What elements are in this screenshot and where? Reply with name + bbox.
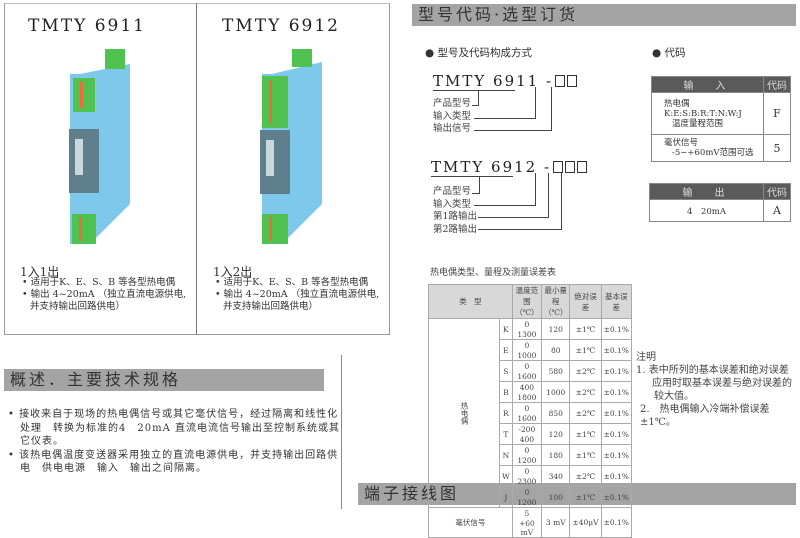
product-title: TMTY 6912 [222, 16, 340, 36]
table-cell: 0 1300 [511, 318, 543, 340]
table-cell: J [499, 486, 513, 508]
table-cell: R [499, 402, 513, 424]
table-cell: 0 1600 [511, 360, 543, 382]
product-bullets: • 适用于K、E、S、B 等各型热电偶 • 输出 4~20mA （独立直流电源供… [22, 277, 187, 312]
section-header-overview: 概述．主要技术规格 [4, 369, 324, 391]
table-cell: 0 1000 [511, 339, 543, 361]
table-cell: ±2℃ [569, 360, 602, 382]
table-cell: ±2℃ [569, 402, 602, 424]
table-cell: K [499, 318, 513, 340]
table-cell: 100 [541, 486, 571, 508]
io-label: 1入2出 [213, 265, 253, 279]
io-label: 1入1出 [20, 265, 60, 279]
table-cell: ±0.1% [600, 444, 632, 466]
group-cell: 热电偶 [428, 318, 500, 508]
table-cell: T [499, 423, 513, 445]
table-cell: 80 [541, 339, 571, 361]
table-cell: 0 2300 [511, 465, 543, 487]
table-cell: 5 +60 mV [511, 507, 543, 538]
table-cell: ±0.1% [600, 423, 632, 445]
table-cell: 180 [541, 444, 571, 466]
table-cell: 毫伏信号 [428, 507, 513, 538]
device-image-6911 [69, 49, 130, 244]
model-labels: 产品型号输入类型输出信号 [433, 98, 472, 134]
table-cell: 340 [541, 465, 571, 487]
table-cell: B [499, 381, 513, 403]
table-cell: 0 1200 [511, 486, 543, 508]
table-cell: ±0.1% [600, 465, 632, 487]
divider [341, 355, 342, 509]
table-cell: 1000 [541, 381, 571, 403]
section-header-ordering: 型号代码·选型订货 [412, 4, 796, 26]
table-cell: ±0.1% [600, 339, 632, 361]
product-title: TMTY 6911 [28, 16, 146, 36]
table-cell: 400 1800 [511, 381, 543, 403]
table-cell: -200 400 [511, 423, 543, 445]
product-bullets: • 适用于K、E、S、B 等各型热电偶 • 输出 4~20mA （独立直流电源供… [215, 277, 380, 312]
table-cell: ±1℃ [569, 423, 602, 445]
table-cell: ±2℃ [569, 381, 602, 403]
model-code-6912: TMTY 6912 - [431, 158, 588, 176]
overview-bullets: • 接收来自于现场的热电偶信号或其它毫伏信号，经过隔离和线性化处理 转换为标准的… [8, 409, 340, 474]
table-cell: S [499, 360, 513, 382]
table-cell: ±40μV [569, 507, 602, 538]
notes: 注明 1. 表中所列的基本误差和绝对误差 应用时取基本误差与绝对误差的 较大值。… [636, 352, 792, 428]
device-image-6912 [260, 49, 322, 244]
table-cell: 120 [541, 318, 571, 340]
table-cell: ±0.1% [600, 381, 632, 403]
table-cell: ±1℃ [569, 486, 602, 508]
divider [196, 3, 197, 335]
table-cell: 3 mV [541, 507, 571, 538]
table-cell: ±0.1% [600, 318, 632, 340]
product-panel [4, 3, 390, 335]
table-cell: ±1℃ [569, 444, 602, 466]
table-cell: ±1℃ [569, 339, 602, 361]
table-cell: ±2℃ [569, 465, 602, 487]
table-cell: ±0.1% [600, 507, 632, 538]
model-code-6911: TMTY 6911 - [433, 72, 578, 90]
table-cell: 0 1200 [511, 444, 543, 466]
table-cell: W [499, 465, 513, 487]
tc-table-title: 热电偶类型、量程及测量误差表 [430, 268, 557, 278]
table-cell: 120 [541, 423, 571, 445]
table-cell: ±0.1% [600, 360, 632, 382]
table-cell: N [499, 444, 513, 466]
model-labels: 产品型号输入类型第1路输出第2路输出 [433, 186, 478, 235]
table-cell: ±0.1% [600, 486, 632, 508]
table-cell: 0 1600 [511, 402, 543, 424]
table-cell: 580 [541, 360, 571, 382]
table-cell: ±1℃ [569, 318, 602, 340]
table-cell: E [499, 339, 513, 361]
table-cell: 850 [541, 402, 571, 424]
code-heading: ● 代码 [652, 47, 686, 59]
composition-heading: ● 型号及代码构成方式 [425, 47, 532, 59]
table-cell: ±0.1% [600, 402, 632, 424]
